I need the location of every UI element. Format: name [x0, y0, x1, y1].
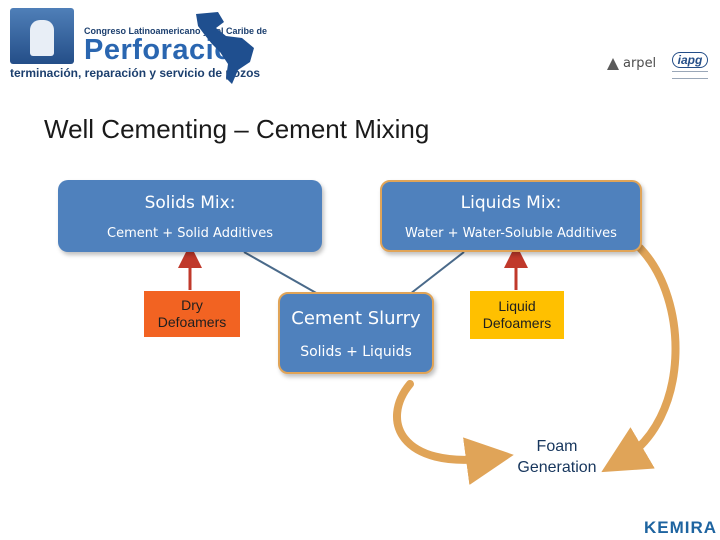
dry-defoamers-box: Dry Defoamers	[144, 291, 240, 337]
kemira-logo: KEMIRA	[644, 518, 718, 537]
solids-to-slurry-line	[243, 251, 319, 295]
liquids-to-slurry-line	[409, 251, 465, 295]
slurry-to-foam-arrow	[393, 380, 514, 485]
solids-mix-box: Solids Mix: Cement + Solid Additives	[58, 180, 322, 252]
congress-logo-badge	[10, 8, 74, 64]
foam-generation-label: Foam Generation	[517, 438, 597, 476]
iapg-logo: iapg	[670, 52, 710, 80]
cement-slurry-subtitle: Solids + Liquids	[300, 344, 412, 360]
iapg-fineprint-lines	[672, 71, 708, 79]
liquids-mix-subtitle: Water + Water-Soluble Additives	[405, 226, 617, 241]
arpel-logo: arpel	[606, 56, 656, 71]
cement-slurry-box: Cement Slurry Solids + Liquids	[278, 292, 434, 374]
liquids-to-foam-arrow	[601, 244, 680, 473]
logo-figure-icon	[30, 20, 54, 56]
solids-mix-title: Solids Mix:	[144, 193, 236, 213]
congress-subtitle: Congreso Latinoamericano y del Caribe de	[84, 26, 268, 36]
iapg-wordmark: iapg	[672, 52, 708, 68]
congress-tagline: terminación, reparación y servicio de po…	[10, 66, 261, 80]
cement-slurry-title: Cement Slurry	[291, 308, 421, 329]
liquid-defoamers-box: Liquid Defoamers	[470, 291, 564, 339]
liquids-mix-box: Liquids Mix: Water + Water-Soluble Addit…	[380, 180, 642, 252]
liquids-mix-title: Liquids Mix:	[460, 193, 562, 213]
arpel-triangle-icon	[607, 57, 619, 70]
arpel-wordmark: arpel	[623, 56, 657, 71]
solids-mix-subtitle: Cement + Solid Additives	[107, 226, 273, 241]
latin-america-map-icon	[196, 12, 254, 84]
slide-title: Well Cementing – Cement Mixing	[44, 114, 430, 144]
